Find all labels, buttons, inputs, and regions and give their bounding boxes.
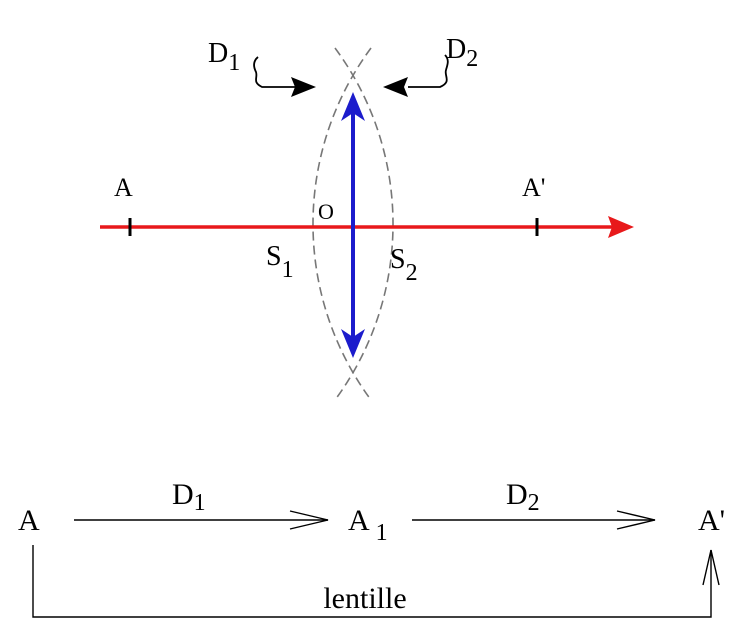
scheme-label-a-prime: A' — [698, 504, 725, 537]
d2-pointer — [408, 54, 449, 88]
scheme-label-d1: D1 — [172, 478, 206, 516]
label-a-prime: A' — [522, 173, 545, 202]
scheme-label-a: A — [18, 504, 40, 537]
label-d1: D1 — [208, 38, 240, 76]
dioptre-d2-arc — [334, 47, 394, 401]
arrow-a1-to-a-prime-head — [616, 510, 656, 530]
label-s2: S2 — [390, 244, 418, 286]
optical-axis-arrowhead — [608, 216, 634, 238]
lens-arrowhead-bottom — [341, 329, 365, 358]
label-o: O — [318, 199, 334, 224]
dioptre-d1-arc — [312, 47, 372, 401]
scheme-label-d2: D2 — [506, 478, 540, 516]
label-a: A — [114, 173, 133, 202]
arrow-a-to-a1-head — [289, 510, 329, 530]
lentille-path-head — [702, 549, 720, 586]
d1-pointer-arrowhead — [291, 77, 316, 97]
lentille-path — [32, 545, 712, 618]
label-d2: D2 — [446, 34, 478, 72]
label-s1: S1 — [266, 241, 294, 283]
d2-pointer-arrowhead — [383, 77, 408, 97]
d1-pointer — [253, 56, 295, 88]
scheme-label-lentille: lentille — [323, 582, 406, 615]
lens-arrowhead-top — [341, 92, 365, 121]
